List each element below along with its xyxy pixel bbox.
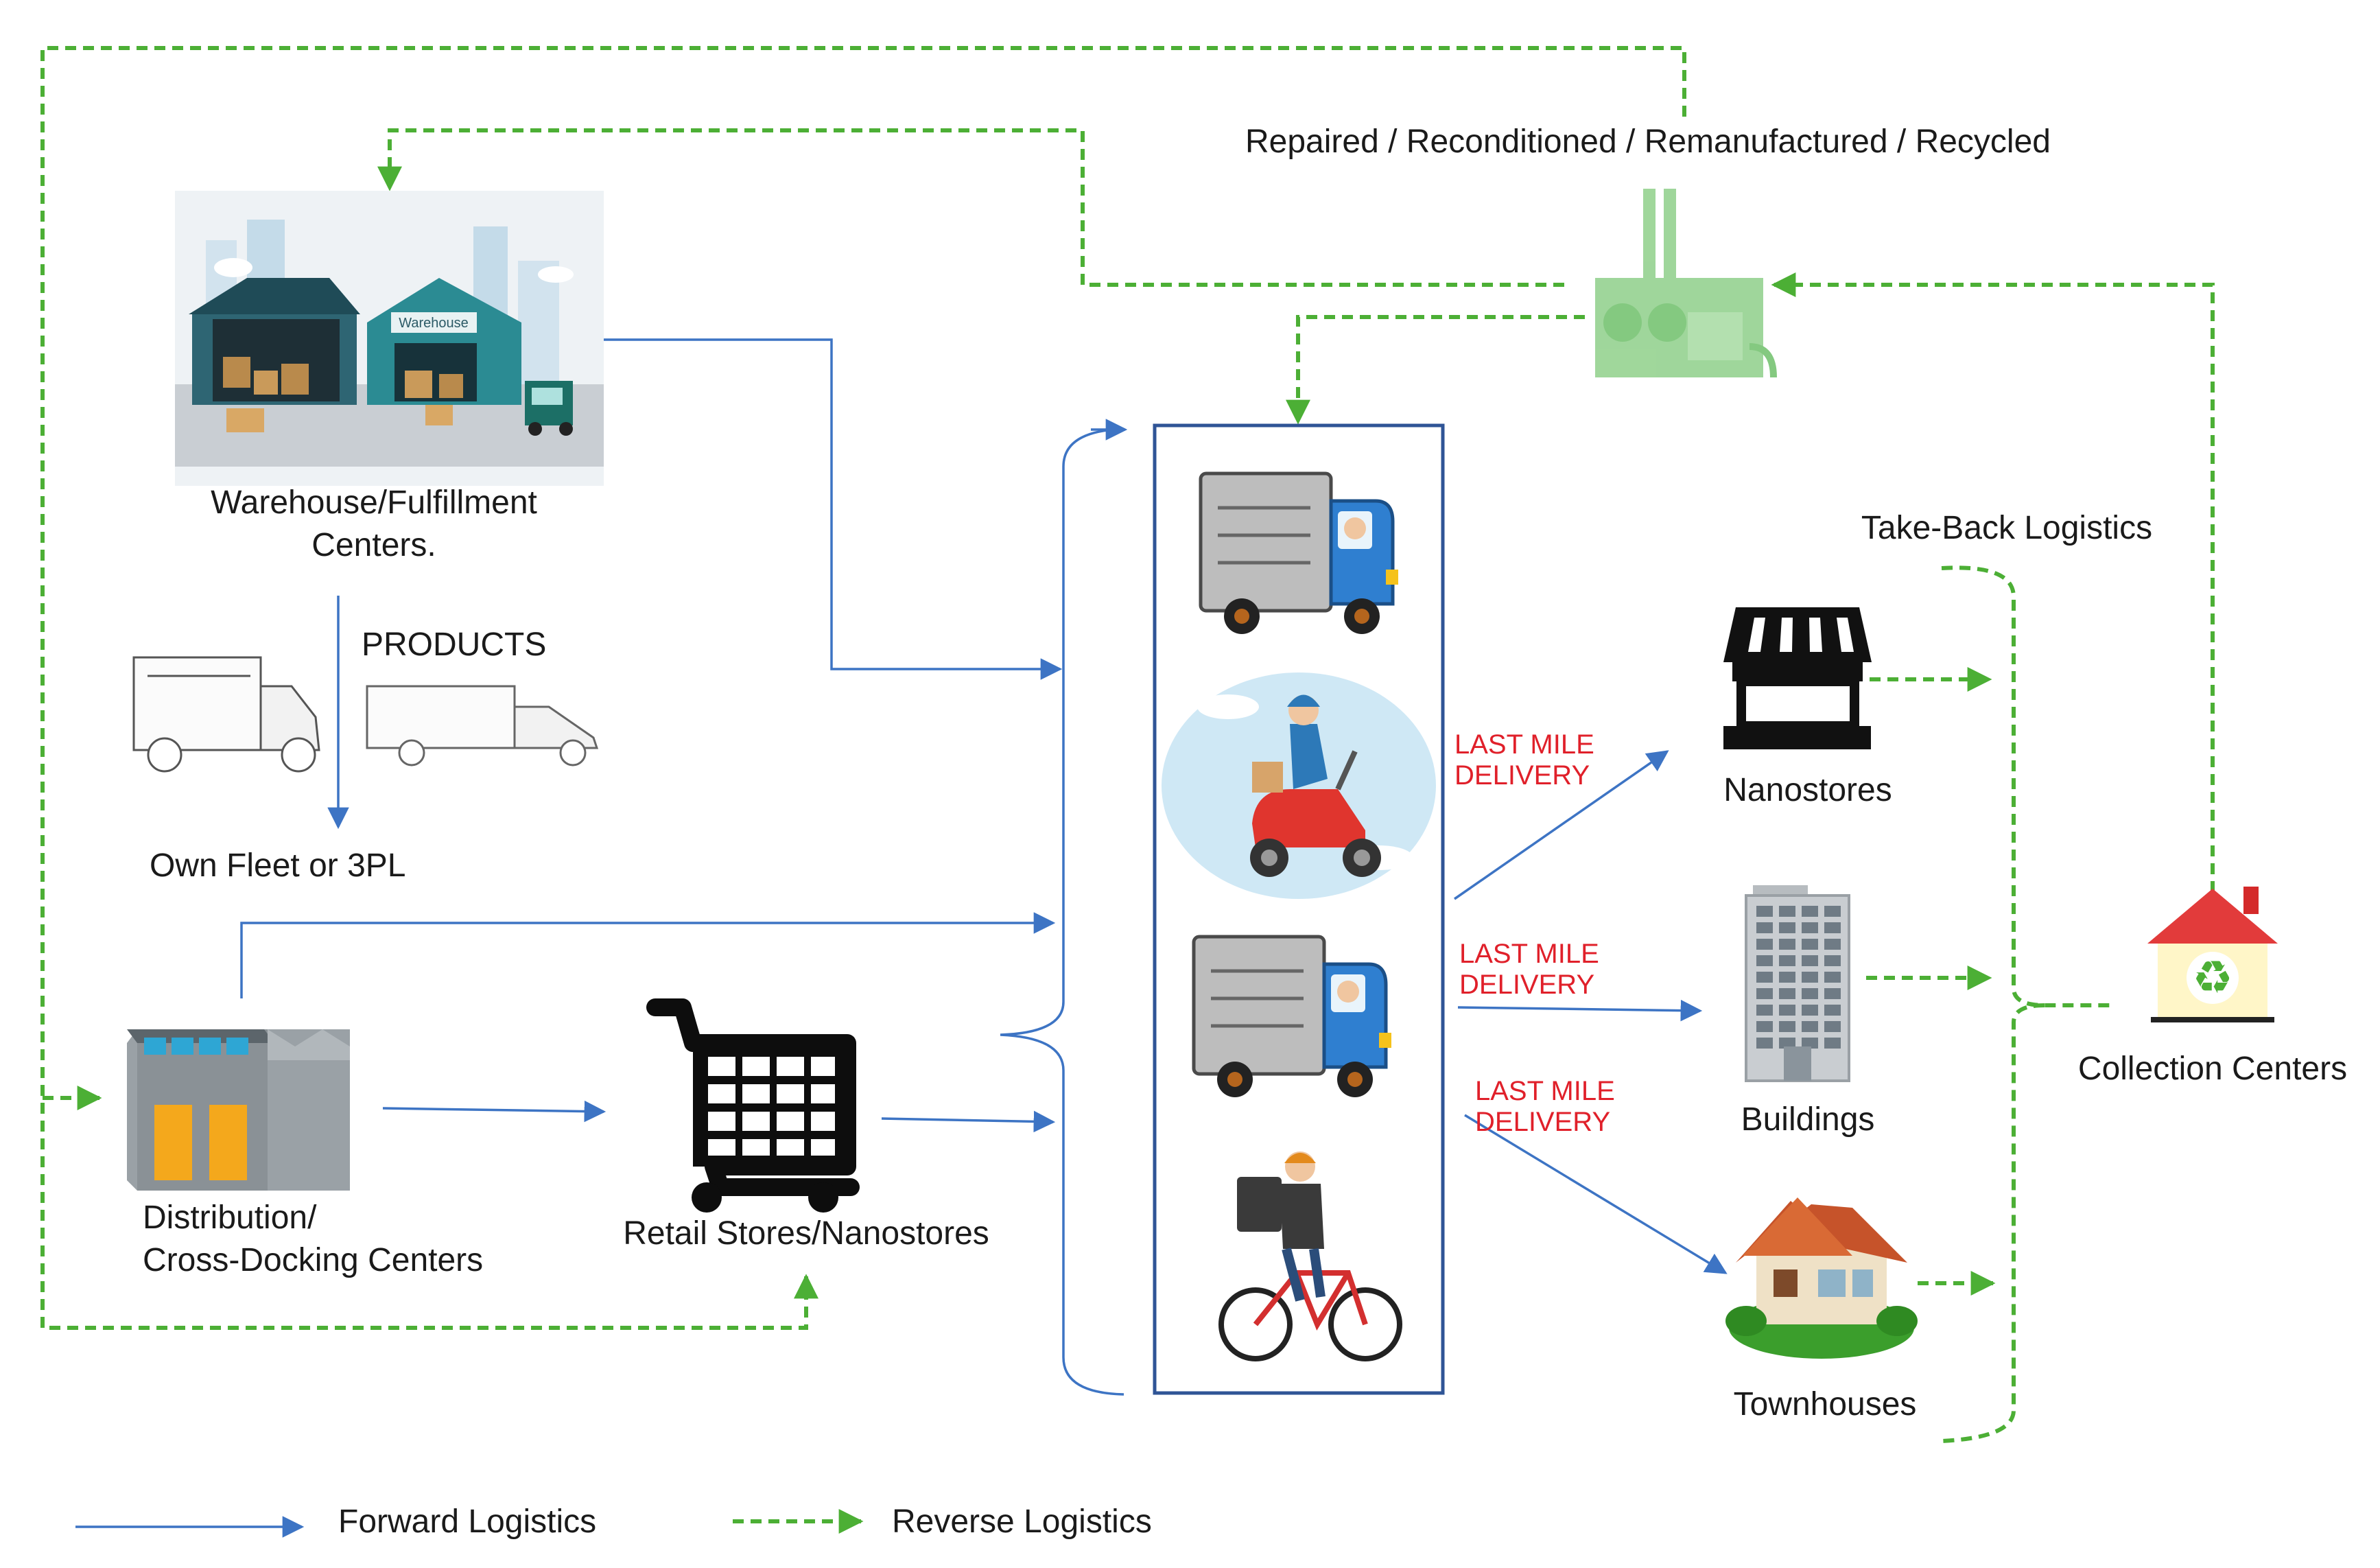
building-window [1824,972,1841,983]
takeback-brace [1941,565,2110,1443]
building-window [1756,988,1773,999]
building-window [1802,988,1818,999]
building-window [1824,1021,1841,1032]
retail-label: Retail Stores/Nanostores [623,1215,989,1252]
last-mile-label-3-line2: DELIVERY [1475,1107,1610,1137]
building-window [1824,988,1841,999]
legend: Forward Logistics Reverse Logistics [75,1503,1152,1540]
last-mile-label-1-line1: LAST MILE [1454,729,1594,760]
forward-retail-to-delivery [881,1110,1056,1133]
forward-to-buildings [1457,999,1703,1022]
last-mile-label-3-line1: LAST MILE [1475,1076,1615,1106]
building-window [1779,988,1795,999]
scooter-courier [1162,672,1436,899]
building-window [1802,939,1818,950]
delivery-truck [1192,935,1391,1097]
takeback-label: Take-Back Logistics [1861,510,2152,546]
building-window [1756,1038,1773,1049]
fleet-label: Own Fleet or 3PL [150,847,406,884]
remanufacture-label: Repaired / Reconditioned / Remanufacture… [1245,124,2051,160]
svg-text:♻: ♻ [2192,951,2232,1004]
building-window [1779,972,1795,983]
building-window [1779,1021,1795,1032]
building-window [1756,922,1773,933]
building-window [1802,906,1818,917]
shopping-cart [646,998,860,1213]
building-window [1824,922,1841,933]
reverse-factory-to-warehouse [377,128,1564,287]
sketch-truck-2 [366,685,599,767]
building-window [1779,922,1795,933]
delivery-truck [1199,471,1398,634]
forward-to-townhouses [1464,1114,1728,1274]
products-label: PRODUCTS [362,627,546,663]
building-window [1802,955,1818,966]
warehouse-label-line1: Warehouse/Fulfillment [211,484,537,521]
reverse-flows [40,46,2215,1443]
building-window [1756,1021,1773,1032]
building-window [1779,906,1795,917]
building-window [1779,955,1795,966]
townhouse [1725,1197,1918,1359]
reverse-outer-loop [40,46,1686,1330]
office-building [1745,885,1850,1082]
building-window [1824,906,1841,917]
factory [1595,189,1777,378]
building-window [1779,1038,1795,1049]
distribution-building [127,1029,350,1191]
building-window [1756,939,1773,950]
sketch-truck [132,656,320,773]
warehouse-sign: Warehouse [399,316,469,331]
forward-warehouse-to-delivery [604,338,1063,680]
warehouse-label-line2: Centers. [311,527,436,563]
collection-label: Collection Centers [2078,1051,2347,1087]
legend-reverse-label: Reverse Logistics [892,1503,1152,1540]
legend-forward-label: Forward Logistics [338,1503,596,1540]
nanostores-label: Nanostores [1723,772,1892,808]
building-window [1824,955,1841,966]
building-window [1802,972,1818,983]
forward-distribution-to-delivery [240,912,1056,998]
last-mile-label-1-line2: DELIVERY [1454,760,1590,791]
distribution-label-line2: Cross-Docking Centers [143,1242,483,1278]
building-window [1756,906,1773,917]
delivery-brace [1000,428,1124,1396]
building-window [1824,1038,1841,1049]
forward-distribution-to-retail [382,1100,606,1123]
building-window [1824,1005,1841,1016]
building-window [1824,939,1841,950]
warehouse-illustration: Warehouse [175,191,604,486]
forward-flows [240,338,1728,1396]
building-window [1802,922,1818,933]
last-mile-label-2-line2: DELIVERY [1459,970,1594,1000]
distribution-label-line1: Distribution/ [143,1200,317,1236]
reverse-collection-to-factory [1771,272,2215,892]
building-window [1802,1021,1818,1032]
recycling-house: ♻ [2147,887,2278,1022]
building-window [1802,1005,1818,1016]
last-mile-label-2-line1: LAST MILE [1459,939,1599,969]
building-window [1779,939,1795,950]
building-window [1756,1005,1773,1016]
store-awning [1723,607,1872,749]
forward-to-nanostores [1454,750,1669,900]
building-window [1756,955,1773,966]
bicycle-courier [1218,1151,1402,1361]
townhouses-label: Townhouses [1734,1386,1917,1423]
building-window [1802,1038,1818,1049]
reverse-factory-to-delivery [1286,315,1585,425]
building-window [1779,1005,1795,1016]
building-window [1756,972,1773,983]
buildings-label: Buildings [1741,1101,1875,1138]
